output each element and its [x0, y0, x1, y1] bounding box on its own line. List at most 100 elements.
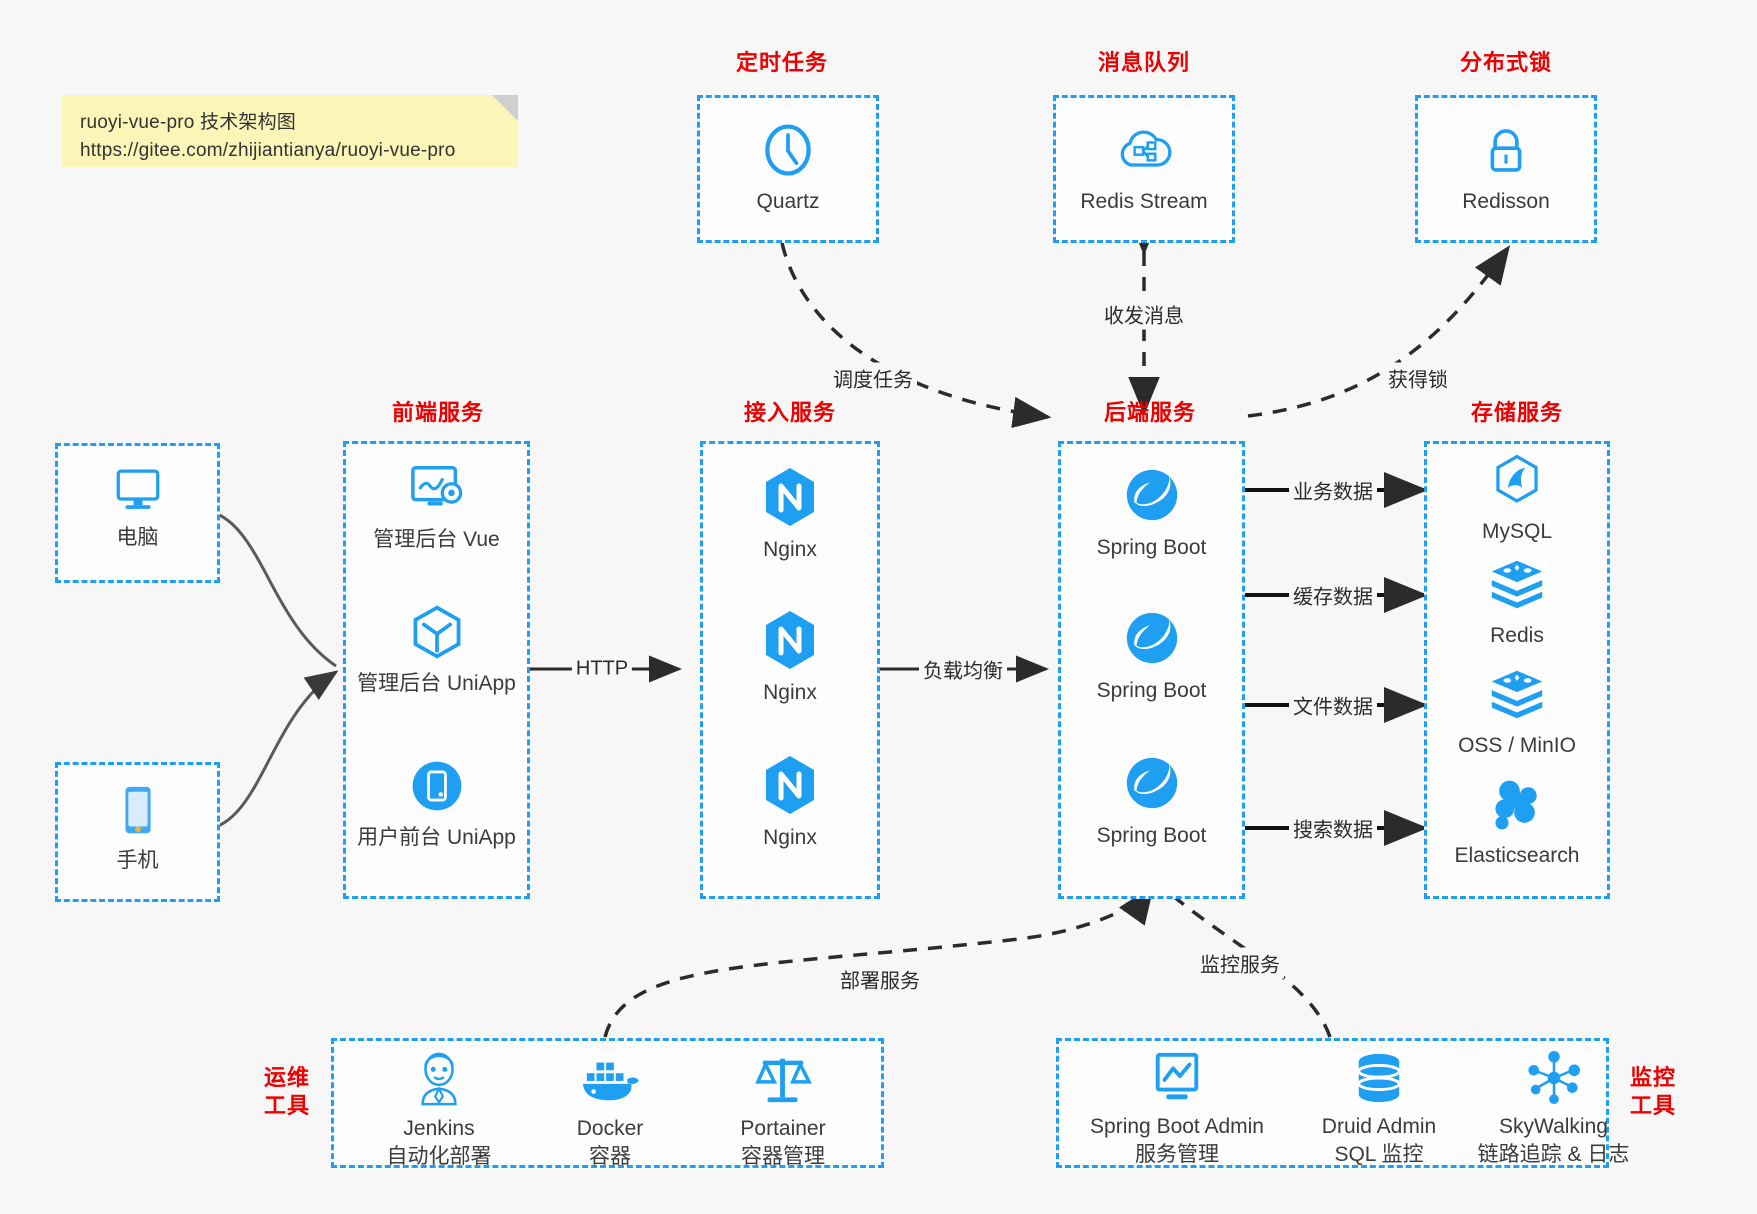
node-label-redis: Redis: [1490, 624, 1544, 647]
group-title-message-queue: 消息队列: [1097, 50, 1190, 75]
nginx-hex-icon: [766, 756, 814, 814]
node-spring-boot-1[interactable]: Spring Boot: [1061, 464, 1242, 562]
node-label-admin-vue: 管理后台 Vue: [373, 528, 500, 551]
node-nginx-1[interactable]: Nginx: [703, 466, 877, 564]
node-spring-boot-admin[interactable]: Spring Boot Admin 服务管理: [1071, 1051, 1283, 1170]
mysql-dolphin-icon: [1496, 454, 1538, 503]
node-nginx-2[interactable]: Nginx: [703, 609, 877, 707]
edge-acquire-lock: [1247, 245, 1511, 418]
node-docker[interactable]: Docker 容器: [530, 1051, 690, 1172]
node-label-redis-stream: Redis Stream: [1080, 190, 1208, 213]
group-title-distributed-lock: 分布式锁: [1459, 50, 1552, 75]
node-portainer[interactable]: Portainer 容器管理: [698, 1051, 868, 1172]
node-label-pc: 电脑: [116, 526, 159, 549]
node-pc[interactable]: 电脑: [58, 464, 217, 552]
skywalking-node-icon: [1527, 1051, 1580, 1105]
node-sublabel-portainer: 容器管理: [741, 1145, 825, 1169]
node-jenkins[interactable]: Jenkins 自动化部署: [359, 1051, 519, 1172]
monitor-chart-icon: [1155, 1052, 1199, 1100]
node-elasticsearch[interactable]: Elasticsearch: [1427, 776, 1607, 870]
node-label-elasticsearch: Elasticsearch: [1454, 844, 1580, 867]
node-label-docker: Docker: [576, 1117, 644, 1140]
redis-stack-icon: [1491, 670, 1543, 719]
cloud-stream-icon: [1120, 130, 1172, 167]
node-label-spring-boot-3: Spring Boot: [1096, 824, 1207, 847]
edge-label-loadbalance: 负载均衡: [919, 653, 1007, 685]
group-box-monitor[interactable]: Spring Boot Admin 服务管理 Druid Admin SQL 监…: [1056, 1038, 1629, 1170]
group-title-frontend: 前端服务: [391, 400, 484, 425]
jenkins-butler-icon: [421, 1052, 457, 1106]
note-line-title: ruoyi-vue-pro 技术架构图: [80, 112, 297, 133]
node-admin-uniapp[interactable]: 管理后台 UniApp: [346, 602, 527, 698]
group-box-message-queue[interactable]: Redis Stream: [1053, 95, 1235, 243]
group-box-scheduled-task[interactable]: Quartz: [697, 95, 879, 243]
docker-whale-icon: [582, 1062, 639, 1101]
edge-label-monitor-service: 监控服务: [1196, 947, 1284, 979]
group-title-devops-line2: 工具: [263, 1093, 310, 1119]
clock-icon: [765, 124, 811, 176]
group-box-frontend[interactable]: 管理后台 Vue 管理后台 UniApp 用户前台 UniApp: [343, 441, 530, 899]
group-title-storage: 存储服务: [1470, 400, 1563, 425]
group-title-backend: 后端服务: [1103, 400, 1196, 425]
nginx-hex-icon: [766, 468, 814, 526]
node-label-redisson: Redisson: [1462, 190, 1550, 213]
group-title-monitor-line1: 监控: [1629, 1065, 1676, 1090]
node-label-quartz: Quartz: [756, 190, 820, 213]
node-spring-boot-2[interactable]: Spring Boot: [1061, 607, 1242, 705]
nginx-hex-icon: [766, 611, 814, 669]
node-mysql[interactable]: MySQL: [1427, 452, 1607, 546]
node-spring-boot-3[interactable]: Spring Boot: [1061, 752, 1242, 850]
node-label-user-uniapp: 用户前台 UniApp: [357, 826, 516, 849]
node-skywalking[interactable]: SkyWalking 链路追踪 & 日志: [1451, 1051, 1656, 1170]
edge-pc-to-frontend: [204, 508, 337, 668]
node-redis[interactable]: Redis: [1427, 556, 1607, 650]
database-icon: [1357, 1053, 1401, 1103]
node-label-jenkins: Jenkins: [403, 1117, 475, 1140]
edge-label-cache-data: 缓存数据: [1289, 579, 1377, 611]
smartphone-icon: [124, 786, 151, 834]
node-quartz[interactable]: Quartz: [700, 120, 876, 216]
node-sublabel-skywalking: 链路追踪 & 日志: [1477, 1143, 1630, 1167]
dashboard-gear-icon: [410, 466, 462, 506]
node-sublabel-jenkins: 自动化部署: [386, 1145, 492, 1169]
group-box-devops[interactable]: Jenkins 自动化部署 Docker 容器: [331, 1038, 884, 1168]
node-druid-admin[interactable]: Druid Admin SQL 监控: [1293, 1051, 1465, 1170]
note-fold-corner: [492, 95, 518, 121]
node-oss-minio[interactable]: OSS / MinIO: [1427, 666, 1607, 760]
group-title-devops: 运维 工具: [258, 1064, 316, 1120]
node-redis-stream[interactable]: Redis Stream: [1056, 120, 1232, 216]
spring-leaf-icon: [1126, 757, 1177, 809]
desktop-monitor-icon: [116, 469, 159, 509]
note-line-url: https://gitee.com/zhijiantianya/ruoyi-vu…: [80, 139, 456, 161]
group-title-monitor: 监控 工具: [1624, 1064, 1682, 1120]
node-admin-vue[interactable]: 管理后台 Vue: [346, 462, 527, 554]
edge-mobile-to-frontend: [204, 670, 339, 832]
node-redisson[interactable]: Redisson: [1418, 120, 1594, 216]
sticky-note: ruoyi-vue-pro 技术架构图 https://gitee.com/zh…: [62, 95, 518, 167]
group-box-backend[interactable]: Spring Boot Spring Boot Spring Boot: [1058, 441, 1245, 899]
group-box-gateway[interactable]: Nginx Nginx Nginx: [700, 441, 880, 899]
group-box-distributed-lock[interactable]: Redisson: [1415, 95, 1597, 243]
group-title-monitor-line2: 工具: [1629, 1093, 1676, 1119]
lock-icon: [1490, 129, 1522, 172]
edge-label-file-data: 文件数据: [1289, 689, 1377, 721]
node-label-spring-boot-1: Spring Boot: [1096, 536, 1207, 559]
elasticsearch-icon: [1495, 780, 1537, 830]
node-sublabel-spring-boot-admin: 服务管理: [1135, 1143, 1219, 1167]
edge-label-deploy-service: 部署服务: [836, 963, 924, 995]
edge-deploy-service: [603, 885, 1155, 1038]
group-box-storage[interactable]: MySQL Redis OSS / MinIO: [1424, 441, 1610, 899]
node-mobile[interactable]: 手机: [58, 783, 217, 875]
group-box-mobile[interactable]: 手机: [55, 762, 220, 902]
node-user-uniapp[interactable]: 用户前台 UniApp: [346, 756, 527, 852]
node-label-mobile: 手机: [116, 849, 159, 872]
node-label-nginx-3: Nginx: [763, 826, 817, 849]
spring-leaf-icon: [1126, 612, 1177, 664]
node-nginx-3[interactable]: Nginx: [703, 754, 877, 852]
edge-label-search-data: 搜索数据: [1289, 812, 1377, 844]
node-label-spring-boot-2: Spring Boot: [1096, 679, 1207, 702]
mobile-circle-icon: [412, 761, 461, 811]
group-box-pc[interactable]: 电脑: [55, 443, 220, 583]
node-label-spring-boot-admin: Spring Boot Admin: [1090, 1115, 1264, 1138]
